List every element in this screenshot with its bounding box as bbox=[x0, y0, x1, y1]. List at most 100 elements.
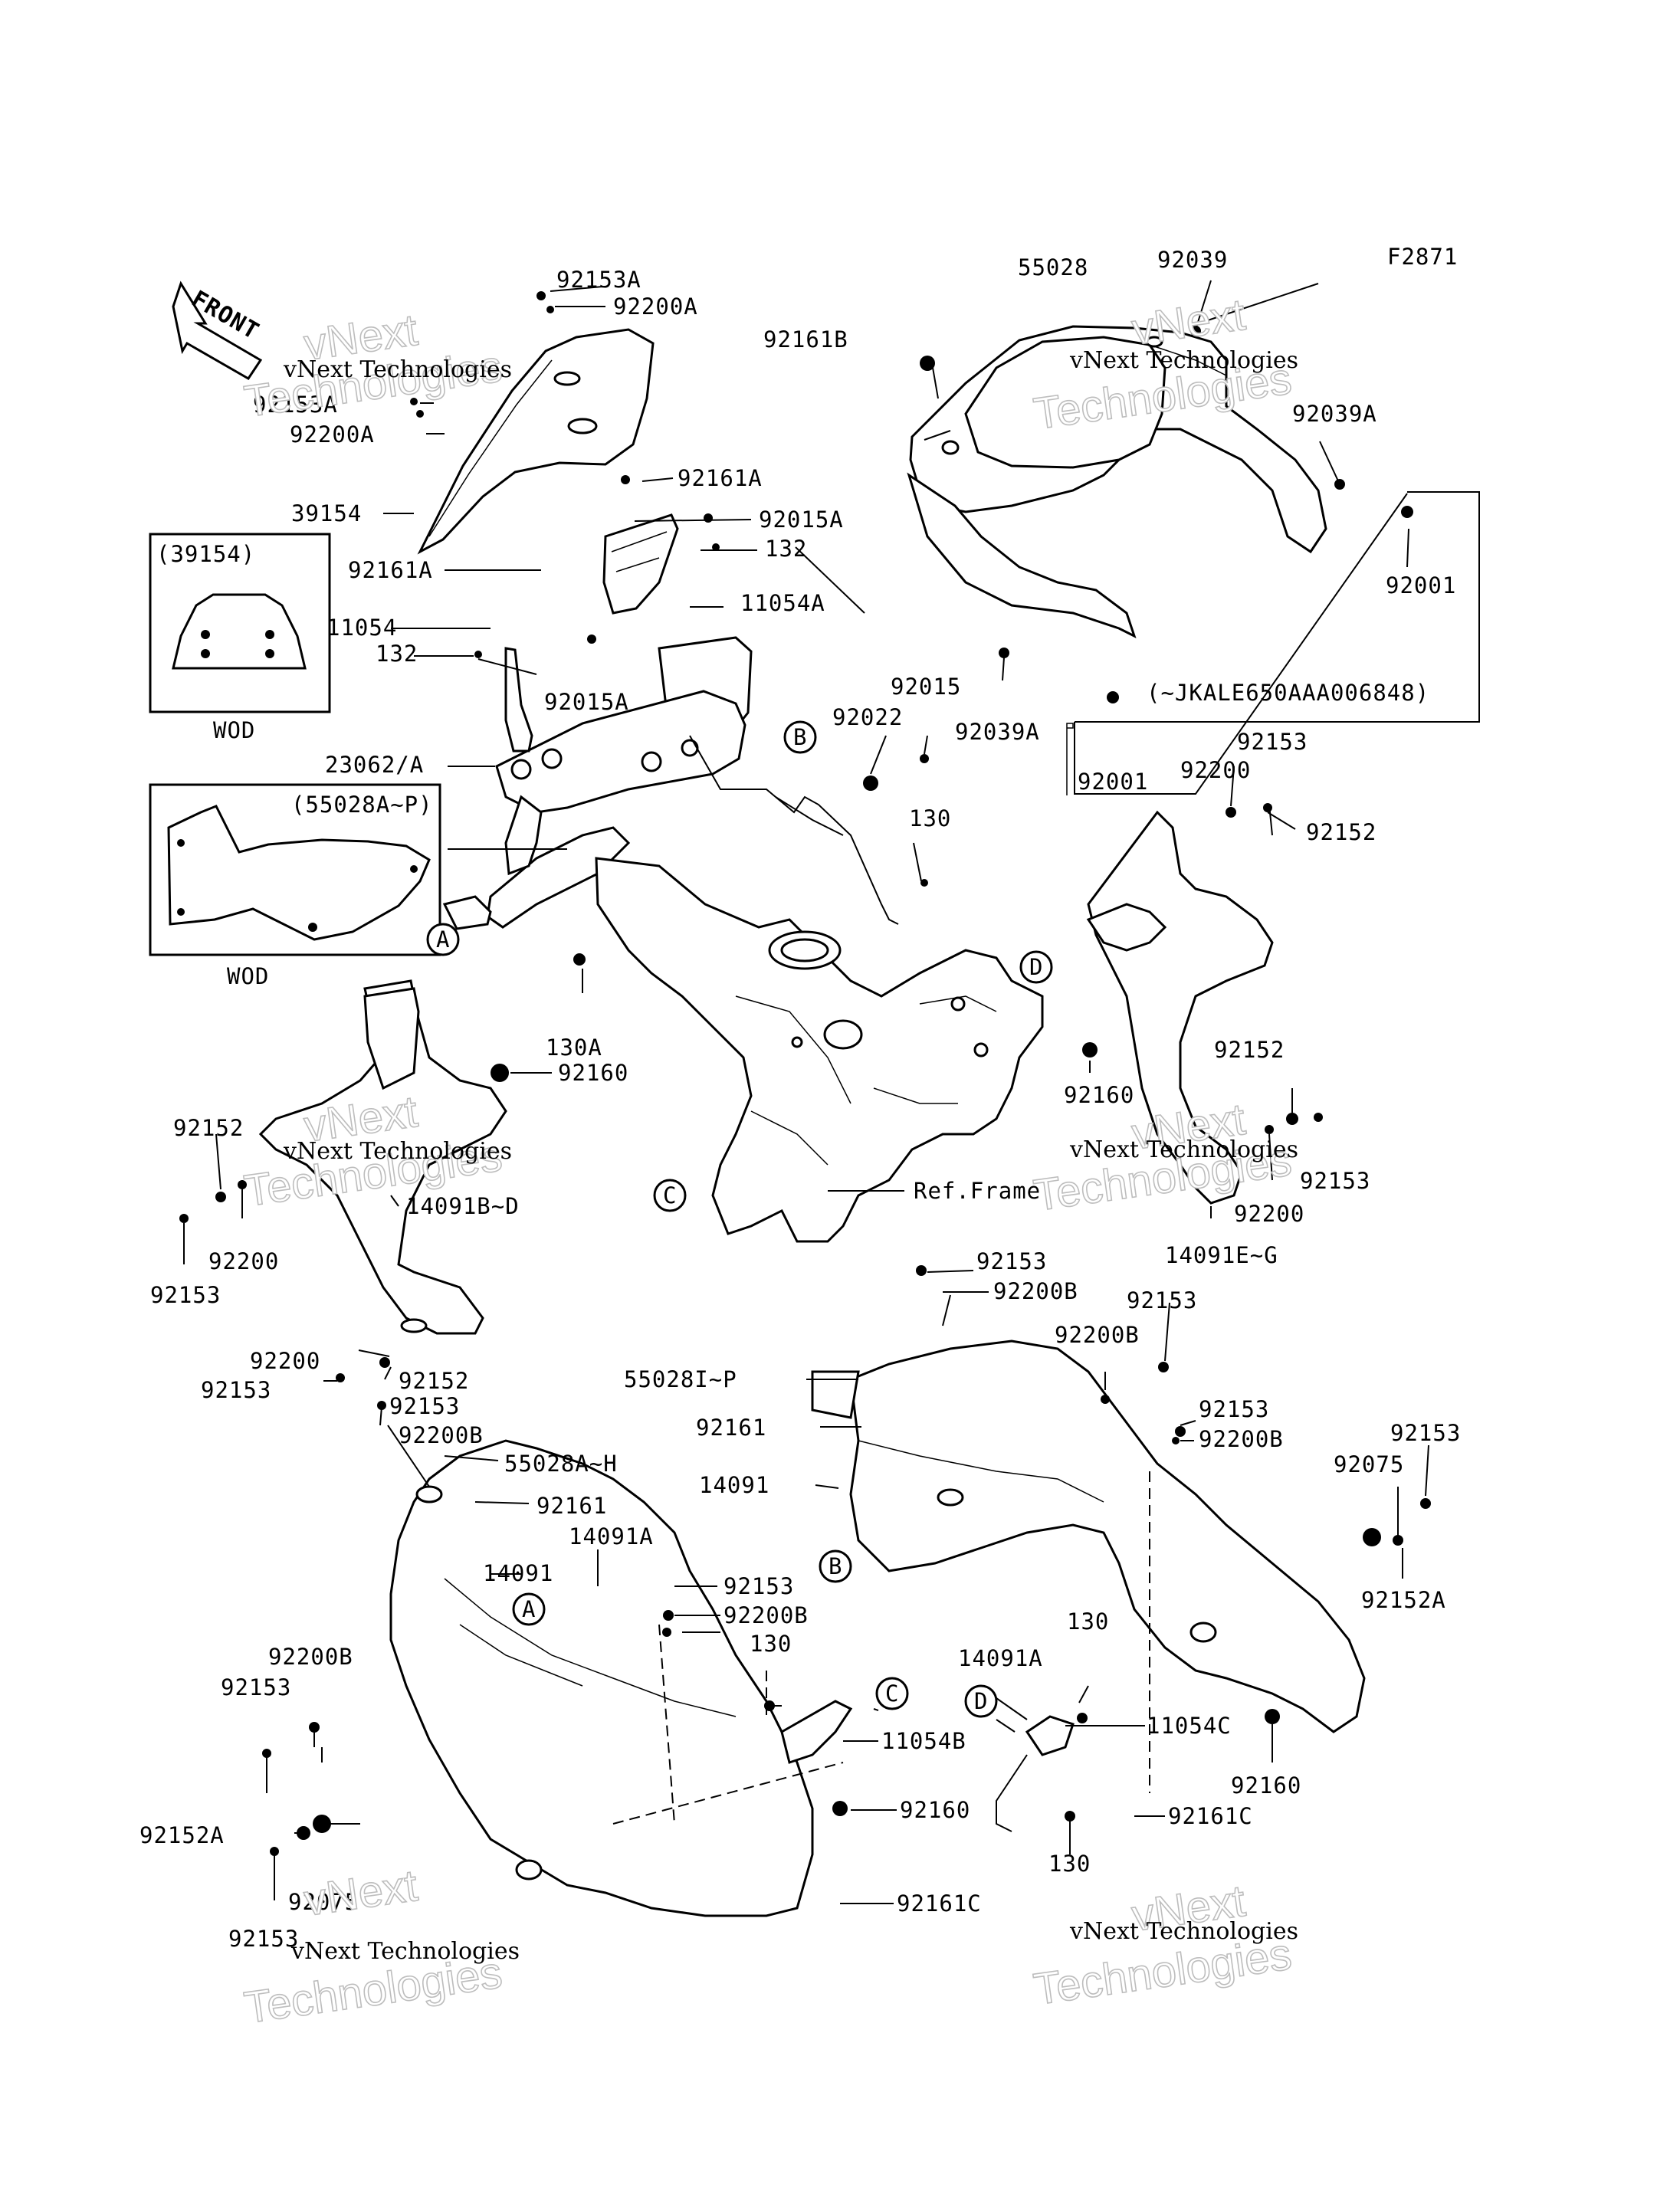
part-label: 92001 bbox=[1078, 769, 1148, 795]
part-label: 55028I~P bbox=[624, 1366, 737, 1392]
callout-b-upper: B bbox=[793, 724, 807, 750]
callout-a-upper: A bbox=[436, 926, 450, 953]
part-labels: 92153A 92200A 92153A 92200A 39154 92161A… bbox=[139, 247, 1461, 1952]
part-label: 23062/A bbox=[325, 752, 424, 778]
svg-text:vNext Technologies: vNext Technologies bbox=[283, 356, 512, 383]
part-label: 92161C bbox=[897, 1890, 982, 1917]
figure-code: F2871 bbox=[1387, 244, 1458, 270]
svg-text:vNext Technologies: vNext Technologies bbox=[1069, 1136, 1298, 1163]
left-inner-cowl bbox=[258, 979, 507, 1335]
windshield-39154 bbox=[417, 328, 655, 555]
right-side-cowl bbox=[811, 1340, 1366, 1733]
part-label: 92200A bbox=[613, 293, 698, 320]
svg-text:vNext: vNext bbox=[1129, 290, 1249, 355]
part-label: 92161A bbox=[348, 557, 433, 583]
svg-text:vNext: vNext bbox=[301, 1861, 421, 1926]
part-label: 14091A bbox=[569, 1523, 654, 1549]
callout-circles: B A D C A B C D bbox=[426, 720, 1053, 1718]
part-label: 130 bbox=[909, 805, 951, 831]
part-label: 92200B bbox=[1055, 1322, 1140, 1348]
part-label: 92200A bbox=[290, 421, 375, 448]
part-label: 92039 bbox=[1157, 247, 1228, 273]
callout-b-lower: B bbox=[829, 1553, 842, 1579]
part-label: 92152A bbox=[1361, 1587, 1446, 1613]
part-label: 92153 bbox=[1390, 1420, 1461, 1446]
part-label: 92015 bbox=[891, 674, 961, 700]
part-label: 14091 bbox=[699, 1472, 769, 1498]
part-label: 92152 bbox=[399, 1368, 469, 1394]
part-label: 92153 bbox=[1300, 1168, 1370, 1194]
part-label: 92200B bbox=[1199, 1426, 1284, 1452]
part-label: 92200B bbox=[993, 1278, 1078, 1304]
watermark-1: vNext Technologies vNext Technologies bbox=[241, 304, 512, 428]
part-label: 92200 bbox=[1234, 1201, 1304, 1227]
watermark-4: vNext Technologies vNext Technologies bbox=[1030, 1094, 1298, 1221]
part-label: 92039A bbox=[955, 719, 1040, 745]
inset-upper-cowl: (55028A~P) WOD bbox=[149, 783, 441, 989]
bracket-11054b bbox=[780, 1700, 853, 1764]
part-label: 92022 bbox=[832, 704, 903, 730]
bracket-11054c bbox=[996, 1715, 1075, 1832]
part-label: 92153 bbox=[1237, 729, 1308, 755]
part-label: 92153 bbox=[1199, 1396, 1269, 1422]
part-label: 11054A bbox=[740, 590, 825, 616]
part-label: 92200B bbox=[268, 1644, 353, 1670]
reference-frame bbox=[595, 857, 1044, 1243]
part-label: 92015A bbox=[544, 689, 629, 715]
part-label: 92152 bbox=[173, 1115, 244, 1141]
part-label: 11054C bbox=[1147, 1713, 1232, 1739]
part-label: 92160 bbox=[1064, 1082, 1134, 1108]
front-arrow-icon: FRONT bbox=[172, 280, 264, 381]
callout-d-lower: D bbox=[974, 1688, 988, 1714]
part-label: 92161C bbox=[1168, 1803, 1253, 1829]
part-label: 92153 bbox=[1127, 1287, 1197, 1313]
part-label: 92161B bbox=[763, 326, 848, 353]
part-label: 92153A bbox=[253, 392, 338, 418]
part-label: 92153 bbox=[201, 1377, 271, 1403]
inset-windshield-title: (39154) bbox=[156, 541, 255, 567]
part-label: 11054B bbox=[881, 1728, 966, 1754]
svg-text:vNext Technologies: vNext Technologies bbox=[1069, 1918, 1298, 1945]
part-label: 92161 bbox=[536, 1493, 607, 1519]
part-label: 92153 bbox=[724, 1573, 794, 1599]
callout-d-upper: D bbox=[1029, 954, 1043, 980]
part-label: 92015A bbox=[759, 507, 844, 533]
part-label: 92153 bbox=[228, 1926, 299, 1952]
part-label: 92200 bbox=[1180, 757, 1251, 783]
part-label: 92200 bbox=[250, 1348, 320, 1374]
part-label: 92075 bbox=[288, 1889, 359, 1915]
part-label: 130A bbox=[546, 1035, 602, 1061]
part-label: 92160 bbox=[900, 1797, 970, 1823]
part-label: 92160 bbox=[558, 1060, 628, 1086]
part-label: 11054 bbox=[326, 615, 397, 641]
part-label: 55028A~H bbox=[504, 1451, 618, 1477]
serial-note-box: (~JKALE650AAA006848) bbox=[1066, 491, 1480, 795]
part-label: 132 bbox=[376, 641, 418, 667]
svg-text:vNext Technologies: vNext Technologies bbox=[1069, 347, 1298, 374]
part-label: 92200B bbox=[724, 1602, 809, 1628]
part-label: 92160 bbox=[1231, 1772, 1301, 1799]
part-label: 92161A bbox=[678, 465, 763, 491]
part-label: 132 bbox=[765, 536, 807, 562]
part-label: 92152 bbox=[1306, 819, 1376, 845]
part-label: 92075 bbox=[1334, 1451, 1404, 1477]
serial-note: (~JKALE650AAA006848) bbox=[1147, 680, 1429, 706]
part-label: 92200B bbox=[399, 1422, 484, 1448]
inset-windshield-caption: WOD bbox=[213, 717, 255, 743]
part-label: 130 bbox=[1048, 1851, 1091, 1877]
callout-c-upper: C bbox=[663, 1182, 677, 1208]
part-label: 55028 bbox=[1018, 254, 1088, 280]
part-label: 130 bbox=[750, 1631, 792, 1657]
part-label: 92153 bbox=[976, 1248, 1047, 1274]
reference-frame-label: Ref.Frame bbox=[914, 1178, 1041, 1204]
callout-a-lower: A bbox=[522, 1596, 536, 1622]
stay-23062 bbox=[442, 647, 899, 930]
svg-text:vNext Technologies: vNext Technologies bbox=[283, 1138, 512, 1165]
inset-upper-cowl-caption: WOD bbox=[227, 963, 269, 989]
callout-c-lower: C bbox=[885, 1681, 899, 1707]
part-label: 92152A bbox=[139, 1822, 225, 1848]
fasteners bbox=[179, 291, 1431, 1856]
part-label: 92161 bbox=[696, 1415, 766, 1441]
watermark-6: vNext Technologies vNext Technologies bbox=[1030, 1875, 1298, 2015]
part-label: 14091 bbox=[483, 1560, 553, 1586]
